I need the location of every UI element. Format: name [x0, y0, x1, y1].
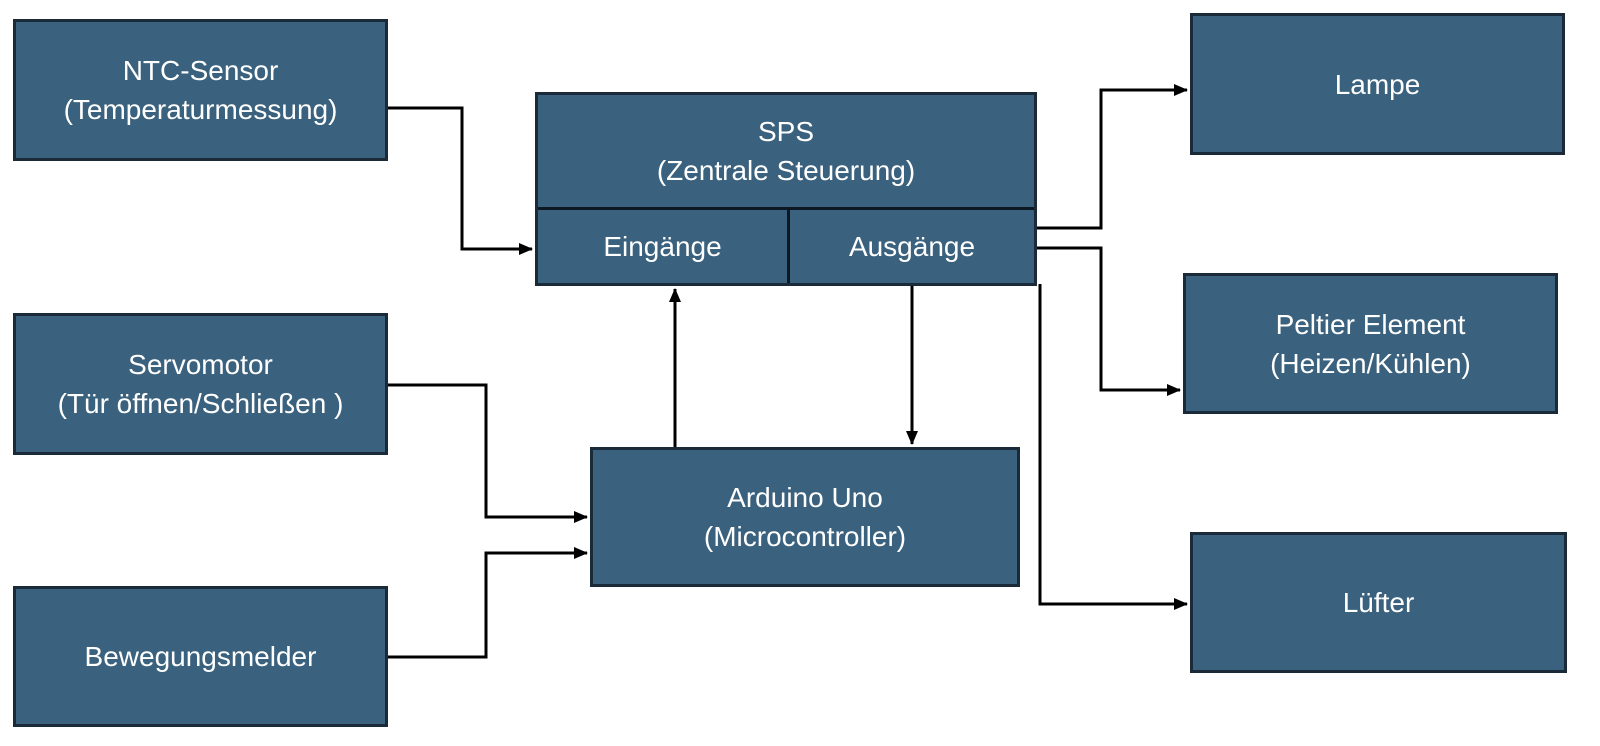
node-sps-label-line1: SPS: [757, 116, 815, 147]
node-eingaenge-label: Eingänge: [603, 231, 722, 262]
connector-bewegung-to-arduino: [388, 547, 588, 659]
node-ausgaenge: Ausgänge: [790, 210, 1034, 283]
node-eingaenge: Eingänge: [538, 210, 790, 283]
node-bewegungsmelder: Bewegungsmelder: [13, 586, 388, 727]
node-peltier-element: Peltier Element (Heizen/Kühlen): [1183, 273, 1558, 414]
node-bewegungsmelder-label: Bewegungsmelder: [84, 641, 317, 672]
connector-ntc-to-eingaenge: [388, 106, 533, 255]
connector-ausgaenge-to-lampe: [1037, 84, 1188, 230]
node-sps: SPS (Zentrale Steuerung) Eingänge Ausgän…: [535, 92, 1037, 286]
node-peltier-element-label-line2: (Heizen/Kühlen): [1270, 347, 1471, 379]
node-servomotor: Servomotor (Tür öffnen/Schließen ): [13, 313, 388, 455]
node-arduino-uno-label-line1: Arduino Uno: [727, 482, 883, 513]
node-servomotor-label-line2: (Tür öffnen/Schließen ): [57, 388, 344, 419]
node-ntc-sensor-label-line2: (Temperaturmessung): [63, 94, 338, 125]
node-arduino-uno-label-line2: (Microcontroller): [703, 521, 907, 552]
node-servomotor-label-line1: Servomotor: [128, 349, 273, 380]
node-ntc-sensor-label-line1: NTC-Sensor: [122, 55, 279, 86]
node-lampe: Lampe: [1190, 13, 1565, 155]
sps-io-row: Eingänge Ausgänge: [538, 210, 1034, 283]
node-arduino-uno: Arduino Uno (Microcontroller): [590, 447, 1020, 587]
node-lampe-label: Lampe: [1334, 68, 1421, 100]
node-peltier-element-label-line1: Peltier Element: [1275, 308, 1466, 340]
node-sps-label-line2: (Zentrale Steuerung): [656, 155, 916, 186]
sps-title-area: SPS (Zentrale Steuerung): [538, 95, 1034, 210]
node-luefter: Lüfter: [1190, 532, 1567, 673]
node-ntc-sensor: NTC-Sensor (Temperaturmessung): [13, 19, 388, 161]
connector-ausgaenge-to-peltier: [1037, 246, 1181, 396]
connector-servo-to-arduino: [388, 383, 588, 523]
node-luefter-label: Lüfter: [1342, 587, 1415, 618]
connector-ausgaenge-to-luefter: [1038, 284, 1188, 610]
node-ausgaenge-label: Ausgänge: [848, 231, 976, 262]
